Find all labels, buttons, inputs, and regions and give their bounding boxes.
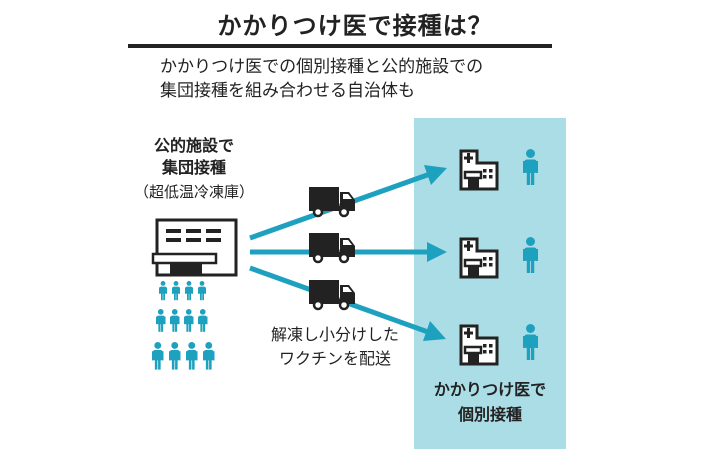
truck-icon	[309, 187, 355, 218]
arrow-head	[424, 165, 447, 185]
public-facility-label: 公的施設で 集団接種	[126, 135, 262, 179]
crowd-icon	[152, 281, 215, 370]
person-icon	[523, 149, 538, 185]
trucks	[309, 187, 355, 311]
label-line: 公的施設で	[153, 136, 234, 155]
freezer-label: （超低温冷凍庫）	[133, 183, 254, 201]
clinic-label: かかりつけ医で 個別接種	[414, 377, 566, 427]
subtitle-line: かかりつけ医での個別接種と公的施設での	[160, 57, 484, 77]
label-line: 集団接種	[161, 158, 226, 177]
person-icon	[523, 237, 538, 273]
person-icon	[198, 309, 208, 332]
person-icon	[156, 309, 166, 332]
person-icon	[523, 324, 538, 360]
arrow-head	[423, 321, 446, 341]
person-icon	[152, 342, 164, 370]
truck-icon	[309, 233, 355, 264]
clinics	[459, 149, 538, 366]
truck-icon	[309, 280, 355, 311]
person-icon	[185, 281, 193, 301]
person-icon	[184, 309, 194, 332]
clinic-icon	[459, 149, 499, 191]
subtitle-line: 集団接種を組み合わせる自治体も	[160, 81, 415, 101]
title-rule	[128, 44, 552, 48]
label-line: ワクチンを配送	[278, 349, 391, 368]
clinic-icon	[459, 237, 499, 279]
person-icon	[169, 342, 181, 370]
label-line: かかりつけ医で	[433, 380, 547, 399]
person-icon	[172, 281, 180, 301]
person-icon	[186, 342, 198, 370]
arrow-head	[427, 242, 447, 262]
subtitle: かかりつけ医での個別接種と公的施設での 集団接種を組み合わせる自治体も	[160, 55, 483, 103]
person-icon	[170, 309, 180, 332]
delivery-label: 解凍し小分けした ワクチンを配送	[250, 323, 420, 371]
public-facility-icon	[151, 218, 238, 277]
label-line: 解凍し小分けした	[270, 325, 399, 344]
label-line: 個別接種	[457, 405, 522, 424]
person-icon	[198, 281, 206, 301]
diagram-title: かかりつけ医で接種は？	[217, 12, 493, 40]
person-icon	[159, 281, 167, 301]
clinic-icon	[459, 324, 499, 366]
person-icon	[203, 342, 215, 370]
